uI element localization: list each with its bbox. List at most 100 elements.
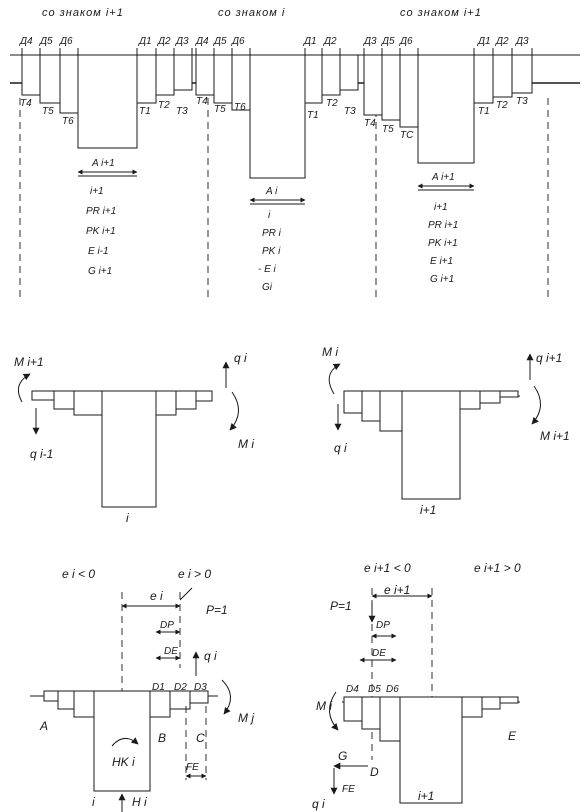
q-label: q i-1 xyxy=(30,447,53,461)
p-label: P=1 xyxy=(330,599,352,613)
t-label: T2 xyxy=(158,100,170,111)
t-label: TC xyxy=(400,130,414,141)
top-panel: Д4 Д5 Д6 Д1 Д2 Д3 T4 T5 T6 xyxy=(10,36,580,300)
a-label: A xyxy=(39,719,48,733)
d-label: Д5 xyxy=(39,36,53,47)
t-label: T3 xyxy=(176,106,188,117)
m-label: M i+1 xyxy=(14,355,44,369)
dp-label: DP xyxy=(376,620,390,631)
q-label: q i xyxy=(234,351,247,365)
stack-item: G i+1 xyxy=(88,266,112,277)
node-label: i xyxy=(126,511,129,525)
q-label: q i xyxy=(334,441,347,455)
d-label: D3 xyxy=(194,682,207,693)
t-label: T1 xyxy=(139,106,151,117)
d-label: Д5 xyxy=(381,36,395,47)
d-label: D5 xyxy=(368,684,381,695)
cond-label: e i+1 < 0 xyxy=(364,561,411,575)
stack-item: - E i xyxy=(258,264,277,275)
d-label: Д3 xyxy=(515,36,529,47)
d-label: D4 xyxy=(346,684,359,695)
q-label: q i+1 xyxy=(536,351,562,365)
hk-label: HK i xyxy=(112,755,135,769)
q-label: q i xyxy=(312,797,325,811)
c-label: C xyxy=(196,731,205,745)
stack-item: E i+1 xyxy=(430,256,453,267)
header-right: со знаком i+1 xyxy=(400,7,482,19)
top-middle-group: Д4 Д5 Д6 Д1 Д2 T4 T5 T6 T1 T2 T3 xyxy=(195,36,377,300)
t-label: T4 xyxy=(196,96,208,107)
d-label: D6 xyxy=(386,684,399,695)
stack-item: i+1 xyxy=(90,186,104,197)
d-label: Д6 xyxy=(399,36,413,47)
t-label: T3 xyxy=(516,96,528,107)
cond-label: e i > 0 xyxy=(178,567,211,581)
d-label: D xyxy=(370,765,379,779)
stack-item: Gi xyxy=(262,282,273,293)
cond-label: e i < 0 xyxy=(62,567,95,581)
d-label: Д3 xyxy=(175,36,189,47)
d-label: Д2 xyxy=(323,36,337,47)
stack-item: PK i xyxy=(262,246,281,257)
stack-item: i xyxy=(268,210,271,221)
node-label: i xyxy=(92,795,95,809)
node-label: i+1 xyxy=(418,789,434,803)
t-label: T5 xyxy=(382,124,394,135)
bottom-panel-right: e i+1 < 0 e i+1 > 0 e i+1 P=1 DP D E D4 D… xyxy=(312,561,521,811)
d-label: Д2 xyxy=(157,36,171,47)
top-right-group: Д3 Д5 Д6 Д1 Д2 Д3 T4 T5 TC T1 T2 xyxy=(363,36,549,300)
t-label: T6 xyxy=(234,102,246,113)
d-label: Д1 xyxy=(477,36,491,47)
cond-label: e i+1 > 0 xyxy=(474,561,521,575)
de-label: DE xyxy=(164,646,178,657)
t-label: T2 xyxy=(326,98,338,109)
middle-panel-right: M i q i q i+1 M i+1 i+1 xyxy=(322,345,570,517)
stack-item: PR i+1 xyxy=(428,220,458,231)
d-label: Д3 xyxy=(363,36,377,47)
header-left: со знаком i+1 xyxy=(42,7,124,19)
t-label: T3 xyxy=(344,106,356,117)
stack-item: PR i xyxy=(262,228,282,239)
fe-label: FE xyxy=(186,762,199,773)
t-label: T1 xyxy=(478,106,490,117)
m-label: M i+1 xyxy=(540,429,570,443)
e-label: e i+1 xyxy=(384,583,410,597)
top-left-group: Д4 Д5 Д6 Д1 Д2 Д3 T4 T5 T6 xyxy=(19,36,209,300)
p-label: P=1 xyxy=(206,603,228,617)
a-label: A i xyxy=(265,186,278,197)
e-label: E xyxy=(508,729,517,743)
d-label: Д4 xyxy=(19,36,33,47)
q-label: q i xyxy=(204,649,217,663)
stack-item: i+1 xyxy=(434,202,448,213)
stack-item: PR i+1 xyxy=(86,206,116,217)
d-label: Д4 xyxy=(195,36,209,47)
m-label: M i xyxy=(238,437,254,451)
a-label: A i+1 xyxy=(431,172,455,183)
d-label: D1 xyxy=(152,682,165,693)
t-label: T4 xyxy=(364,118,376,129)
m-label: M i xyxy=(316,699,332,713)
m-label: M i xyxy=(322,345,338,359)
d-label: Д2 xyxy=(495,36,509,47)
stack-item: PK i+1 xyxy=(428,238,458,249)
t-label: T5 xyxy=(214,104,226,115)
g-label: G xyxy=(338,749,347,763)
e-label: e i xyxy=(150,589,163,603)
d-label: Д6 xyxy=(231,36,245,47)
a-label: A i+1 xyxy=(91,158,115,169)
d-label: Д6 xyxy=(59,36,73,47)
middle-panel-left: M i+1 q i-1 q i M i i xyxy=(14,351,254,525)
d-label: Д5 xyxy=(213,36,227,47)
dp-label: DP xyxy=(160,620,174,631)
d-label: Д1 xyxy=(138,36,152,47)
d-label: Д1 xyxy=(303,36,317,47)
t-label: T6 xyxy=(62,116,74,127)
stack-item: E i-1 xyxy=(88,246,109,257)
b-label: B xyxy=(158,731,166,745)
stack-item: PK i+1 xyxy=(86,226,116,237)
d-label: D2 xyxy=(174,682,187,693)
t-label: T2 xyxy=(496,100,508,111)
t-label: T5 xyxy=(42,106,54,117)
